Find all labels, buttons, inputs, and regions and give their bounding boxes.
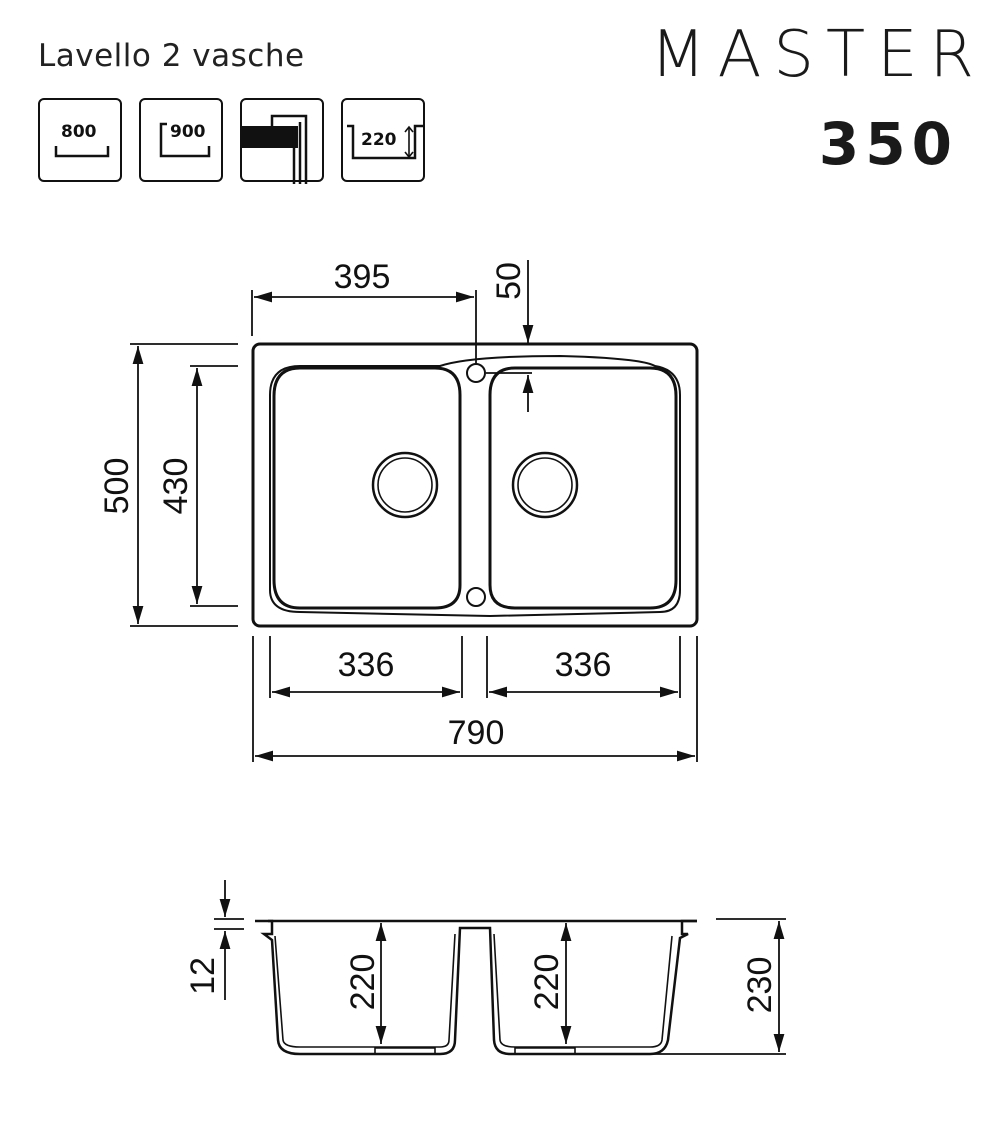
bowl-depth-icon: 220 xyxy=(341,98,425,182)
dim-right-bowl-width: 336 xyxy=(555,646,612,684)
dim-width-total: 790 xyxy=(448,714,505,752)
dim-tap-offset-y: 50 xyxy=(490,262,528,300)
countertop-section-icon xyxy=(240,98,324,184)
model-number: 350 xyxy=(818,110,958,178)
dim-rim-thickness: 12 xyxy=(184,957,222,995)
left-bowl xyxy=(272,366,462,610)
right-drain xyxy=(511,451,579,519)
section-view xyxy=(255,919,697,1056)
bowl-depth-label: 220 xyxy=(361,130,397,150)
product-subtitle: Lavello 2 vasche xyxy=(38,38,305,74)
cabinet-800-icon: 800 xyxy=(38,98,122,182)
right-bowl xyxy=(488,366,678,610)
dim-height-total: 500 xyxy=(98,458,136,515)
overflow-hole xyxy=(466,587,486,607)
cabinet-900-corner-icon: 900 xyxy=(139,98,223,182)
dim-right-bowl-depth: 220 xyxy=(528,954,566,1011)
top-view xyxy=(251,342,699,628)
dim-left-bowl-depth: 220 xyxy=(344,954,382,1011)
left-drain xyxy=(371,451,439,519)
brand-title: MASTER xyxy=(650,18,986,92)
sink-outline xyxy=(251,342,699,628)
section-dimension-lines xyxy=(214,880,786,1055)
cabinet-900-label: 900 xyxy=(170,122,206,142)
dim-left-bowl-width: 336 xyxy=(338,646,395,684)
dim-bowl-height: 430 xyxy=(157,458,195,515)
dim-tap-offset-x: 395 xyxy=(334,258,391,296)
top-dimension-lines xyxy=(130,260,698,762)
tap-hole xyxy=(466,363,486,383)
section-outline xyxy=(255,919,697,1056)
cabinet-800-label: 800 xyxy=(61,122,97,142)
dim-total-depth: 230 xyxy=(741,957,779,1014)
sink-inner-rim xyxy=(269,354,681,618)
